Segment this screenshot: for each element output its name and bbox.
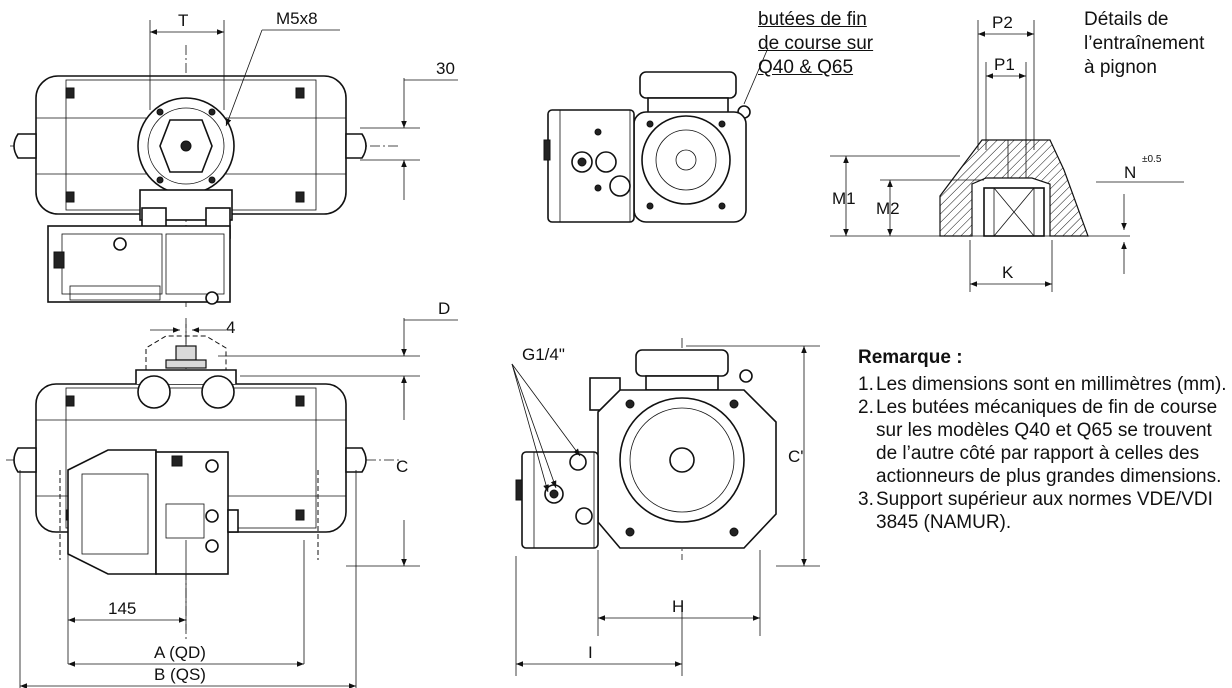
callout-line-2: de course sur xyxy=(758,33,874,54)
note-number: 3. xyxy=(858,489,874,510)
detail-title-line-3: à pignon xyxy=(1084,57,1157,78)
notes-title: Remarque : xyxy=(858,347,963,368)
front-view xyxy=(6,318,400,640)
large-side-view-dimensions: G1/4" C' H I xyxy=(511,345,820,676)
small-side-view xyxy=(543,71,751,223)
dim-g-label: G1/4" xyxy=(522,345,565,364)
dim-n-tolerance: ±0.5 xyxy=(1142,154,1162,165)
dim-i-label: I xyxy=(588,643,593,662)
notes-list: 1. Les dimensions sont en millimètres (m… xyxy=(858,373,1230,534)
dim-k-label: K xyxy=(1002,263,1014,282)
pinion-detail-title: Détails de l’entraînement à pignon xyxy=(1084,8,1204,80)
callout-leader xyxy=(743,47,769,105)
dim-p1-label: P1 xyxy=(994,55,1015,74)
dim-p2-label: P2 xyxy=(992,13,1013,32)
large-side-view xyxy=(515,338,777,560)
note-text: Support supérieur aux normes VDE/VDI 384… xyxy=(876,489,1213,533)
dim-145-label: 145 xyxy=(108,599,136,618)
note-item: 2. Les butées mécaniques de fin de cours… xyxy=(858,396,1230,488)
detail-title-line-1: Détails de xyxy=(1084,9,1169,30)
note-number: 2. xyxy=(858,397,874,418)
callout-line-1: butées de fin xyxy=(758,9,867,30)
detail-title-line-2: l’entraînement xyxy=(1084,33,1205,54)
note-text: Les dimensions sont en millimètres (mm). xyxy=(876,374,1227,395)
dim-30-label: 30 xyxy=(436,59,455,78)
note-item: 1. Les dimensions sont en millimètres (m… xyxy=(858,373,1230,396)
dim-n-label: N xyxy=(1124,163,1136,182)
dim-thread-label: M5x8 xyxy=(276,9,318,28)
note-number: 1. xyxy=(858,374,874,395)
dim-a-label: A (QD) xyxy=(154,643,206,662)
top-view-dimensions: T M5x8 30 xyxy=(149,9,458,200)
callout-line-3: Q40 & Q65 xyxy=(758,57,854,78)
dim-d-label: D xyxy=(438,299,450,318)
dim-c-label: C xyxy=(396,457,408,476)
endstop-callout: butées de fin de course sur Q40 & Q65 xyxy=(758,8,873,80)
dim-c-prime-label: C' xyxy=(788,447,804,466)
pinion-detail xyxy=(830,139,1130,237)
dim-h-label: H xyxy=(672,597,684,616)
dim-b-label: B (QS) xyxy=(154,665,206,684)
pinion-detail-dimensions: P2 P1 M1 M2 N ±0.5 K xyxy=(830,13,1184,292)
note-text: Les butées mécaniques de fin de course s… xyxy=(876,397,1222,487)
front-view-dimensions: 4 D C 145 A (QD) B (QS) xyxy=(19,299,458,688)
dim-m2-label: M2 xyxy=(876,199,900,218)
dim-4-label: 4 xyxy=(226,318,235,337)
top-view xyxy=(10,45,400,310)
dim-t-label: T xyxy=(178,11,188,30)
dim-m1-label: M1 xyxy=(832,189,856,208)
notes-block: Remarque : 1. Les dimensions sont en mil… xyxy=(858,346,1230,534)
note-item: 3. Support supérieur aux normes VDE/VDI … xyxy=(858,488,1230,534)
